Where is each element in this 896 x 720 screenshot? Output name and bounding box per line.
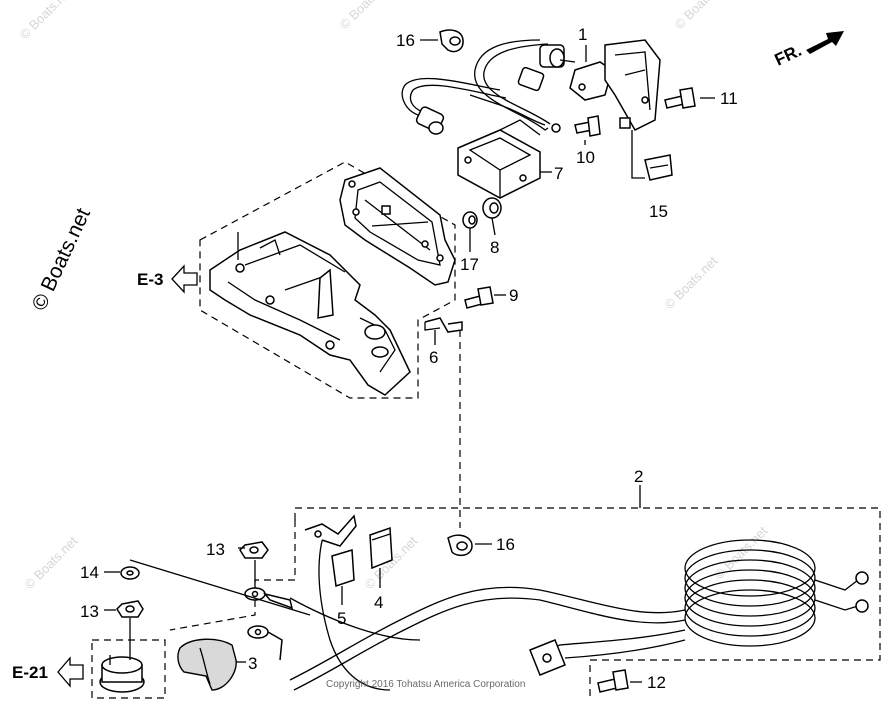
part-4-boot[interactable] [369, 526, 393, 570]
part-9-bolt[interactable] [464, 286, 494, 309]
part-1-bracket[interactable] [569, 39, 661, 131]
watermark-tile: © Boats.net [672, 0, 731, 32]
callout-2[interactable]: 2 [634, 467, 643, 486]
part-5-boot[interactable] [331, 549, 355, 587]
copyright-notice: Copyright 2016 Tohatsu America Corporati… [326, 679, 525, 690]
watermark-tile: © Boats.net [22, 533, 81, 592]
callout-15[interactable]: 15 [649, 202, 668, 221]
callout-9[interactable]: 9 [509, 286, 518, 305]
reference-e21-label: E-21 [12, 663, 48, 682]
part-17-washer[interactable] [462, 211, 478, 229]
part-16-clamp-upper[interactable] [439, 29, 464, 53]
callout-16[interactable]: 16 [396, 31, 415, 50]
starter-solenoid [91, 639, 166, 699]
watermark-main: © Boats.net [28, 205, 95, 315]
callout-12[interactable]: 12 [647, 673, 666, 692]
part-6-clamp[interactable] [424, 317, 463, 333]
part-14-washer[interactable] [120, 566, 140, 580]
terminal-rings [244, 587, 294, 661]
callout-8[interactable]: 8 [490, 238, 499, 257]
left-arrow-icon [57, 656, 84, 688]
mounting-plate [339, 167, 456, 286]
part-3-terminal-cover[interactable] [177, 638, 237, 691]
callout-numbers: 1 2 3 4 5 6 7 8 9 10 11 12 13 13 14 15 1… [80, 25, 738, 692]
cable-terminal-lug [529, 639, 566, 676]
battery-cables [289, 529, 686, 691]
part-12-bolt[interactable] [597, 669, 629, 693]
leader-14-connector [129, 559, 311, 616]
battery-cable-coil [684, 539, 869, 647]
part-10-bolt[interactable] [574, 115, 601, 137]
callout-6[interactable]: 6 [429, 348, 438, 367]
part-8-grommet[interactable] [482, 197, 502, 219]
callout-16[interactable]: 16 [496, 535, 515, 554]
callout-13[interactable]: 13 [80, 602, 99, 621]
callout-13[interactable]: 13 [206, 540, 225, 559]
engine-bracket-frame [199, 161, 456, 399]
part-13-nut-lower[interactable] [116, 600, 144, 618]
reference-e21[interactable]: E-21 [12, 656, 84, 688]
leader-15-line [631, 130, 645, 179]
reference-e3[interactable]: E-3 [137, 264, 198, 294]
callout-11[interactable]: 11 [720, 89, 738, 108]
watermark-tile: © Boats.net [17, 0, 76, 42]
watermark-tile: © Boats.net [662, 253, 721, 312]
callout-1[interactable]: 1 [578, 25, 587, 44]
callout-5[interactable]: 5 [337, 609, 346, 628]
part-11-bolt[interactable] [664, 87, 696, 109]
part-16-clamp-lower[interactable] [447, 534, 473, 557]
leader-lines-upper [420, 39, 715, 345]
watermark-tile: © Boats.net [337, 0, 396, 32]
part-7-module[interactable] [457, 119, 541, 199]
left-arrow-icon [171, 264, 198, 294]
part-15-clip[interactable] [644, 154, 673, 181]
front-arrow-icon [806, 31, 844, 54]
callout-14[interactable]: 14 [80, 563, 99, 582]
callout-17[interactable]: 17 [460, 255, 479, 274]
reference-e3-label: E-3 [137, 270, 163, 289]
callout-10[interactable]: 10 [576, 148, 595, 167]
callout-4[interactable]: 4 [374, 593, 383, 612]
callout-3[interactable]: 3 [248, 654, 257, 673]
part-13-nut-upper[interactable] [239, 541, 269, 559]
callout-7[interactable]: 7 [554, 164, 563, 183]
cable-bracket [304, 514, 357, 547]
front-label: FR. [772, 41, 805, 70]
front-direction-indicator: FR. [772, 31, 844, 70]
upper-wire-harness [401, 39, 576, 135]
